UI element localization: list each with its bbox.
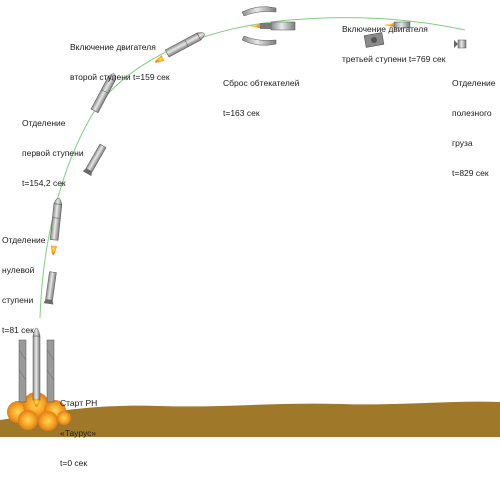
- stage1-line2: первой ступени: [22, 148, 84, 158]
- rocket-icon: [250, 21, 296, 31]
- stage2-line1: Включение двигателя: [70, 42, 156, 52]
- launch-sequence-diagram: [0, 6, 500, 437]
- launch-line1: Старт РН: [60, 398, 98, 408]
- label-stage3-ignition: Включение двигателя третьей ступени t=76…: [342, 4, 445, 74]
- rocket-icon: [384, 21, 411, 29]
- launch-time: t=0 сек: [60, 458, 88, 468]
- label-stage2-ignition: Включение двигателя второй ступени t=159…: [70, 22, 170, 92]
- stage1-line1: Отделение: [22, 118, 66, 128]
- label-fairing-jettison: Сброс обтекателей t=163 сек: [223, 58, 299, 128]
- stage2-line2: второй ступени t=159 сек: [70, 72, 170, 82]
- stage0-line3: ступени: [2, 295, 34, 305]
- flame-icon: [50, 245, 57, 256]
- fairing-time: t=163 сек: [223, 108, 260, 118]
- label-payload-separation: Отделение полезного груза t=829 сек: [452, 58, 495, 188]
- spent-stage-icon: [363, 32, 385, 48]
- launch-line2: «Таурус»: [60, 428, 97, 438]
- stage3-line2: третьей ступени t=769 сек: [342, 54, 446, 64]
- stage0-line2: нулевой: [2, 265, 35, 275]
- stage0-line1: Отделение: [2, 235, 46, 245]
- fairing-line1: Сброс обтекателей: [223, 78, 300, 88]
- spent-stage-icon: [43, 270, 59, 306]
- launch-tower-icon: [18, 339, 55, 403]
- ground-icon: [0, 401, 500, 437]
- payload-line3: груза: [452, 138, 473, 148]
- spent-stage-icon: [82, 142, 108, 177]
- payload-icon: [454, 39, 467, 49]
- payload-line2: полезного: [452, 108, 492, 118]
- payload-line1: Отделение: [452, 78, 496, 88]
- stage3-line1: Включение двигателя: [342, 24, 428, 34]
- label-launch: Старт РН «Таурус» t=0 сек: [60, 378, 97, 478]
- label-stage1-separation: Отделение первой ступени t=154,2 сек: [22, 98, 84, 198]
- launch-rocket-icon: [32, 327, 41, 407]
- stage1-time: t=154,2 сек: [22, 178, 66, 188]
- rocket-icon: [164, 29, 207, 58]
- payload-time: t=829 сек: [452, 168, 489, 178]
- label-stage0-separation: Отделение нулевой ступени t=81 сек: [2, 215, 45, 345]
- stage0-time: t=81 сек: [2, 325, 34, 335]
- fairing-half-icon: [241, 6, 277, 46]
